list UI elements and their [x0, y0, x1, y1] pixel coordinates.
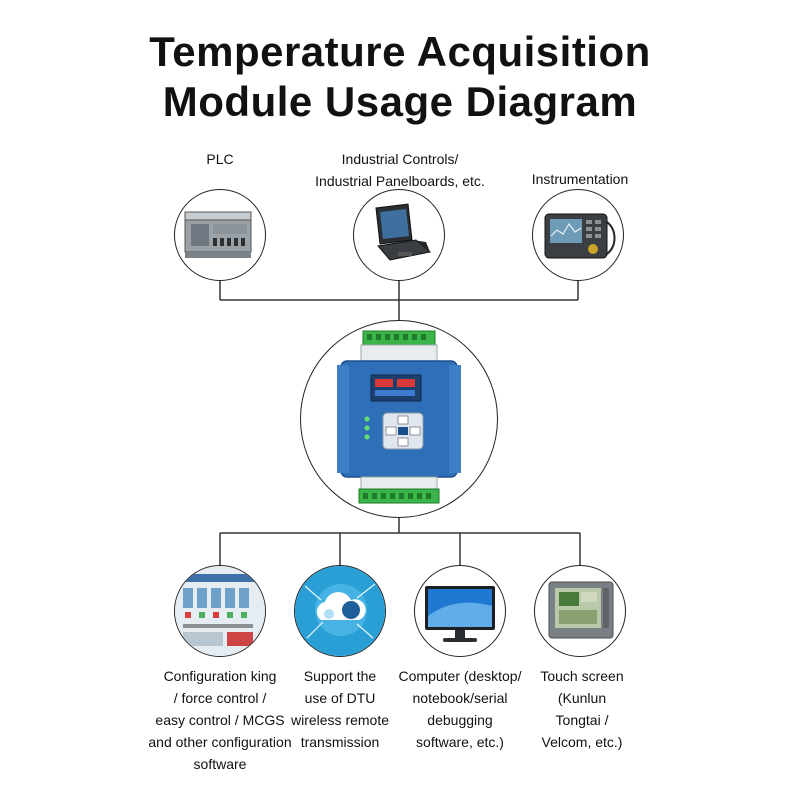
industrial-controls-label: Industrial Controls/ Industrial Panelboa…: [290, 148, 510, 192]
configuration-software-label-line4: and other configuration: [148, 734, 292, 750]
plc-label: PLC: [150, 148, 290, 170]
touch-screen-label-line3: Tongtai /: [555, 712, 609, 728]
temperature-acquisition-module-icon: [337, 330, 461, 504]
computer-label: Computer (desktop/ notebook/serial debug…: [390, 665, 530, 753]
computer-node: [414, 565, 506, 657]
computer-label-line1: Computer (desktop/: [398, 668, 522, 684]
cloud-wireless-icon: [295, 566, 385, 656]
industrial-controls-label-line2: Industrial Panelboards, etc.: [315, 173, 485, 189]
configuration-software-label-line5: software: [193, 756, 247, 772]
diagram-title-line2: Module Usage Diagram: [162, 78, 638, 125]
plc-node: [174, 189, 266, 281]
configuration-software-label-line2: / force control /: [173, 690, 267, 706]
configuration-software-label-line1: Configuration king: [163, 668, 277, 684]
temperature-module-node: [300, 320, 498, 518]
instrument-icon: [544, 213, 616, 259]
instrumentation-label: Instrumentation: [505, 168, 655, 190]
touch-screen-label-line2: (Kunlun: [557, 690, 607, 706]
dtu-wireless-label-line2: use of DTU: [304, 690, 376, 706]
instrumentation-label-line: Instrumentation: [531, 171, 629, 187]
diagram-title-line1: Temperature Acquisition: [149, 28, 651, 75]
touch-screen-label-line4: Velcom, etc.): [541, 734, 623, 750]
computer-label-line3: debugging: [427, 712, 493, 728]
industrial-controls-label-line1: Industrial Controls/: [341, 151, 459, 167]
computer-label-line4: software, etc.): [416, 734, 504, 750]
industrial-controls-node: [353, 189, 445, 281]
computer-monitor-icon: [425, 586, 495, 642]
touch-screen-label: Touch screen (Kunlun Tongtai / Velcom, e…: [522, 665, 642, 753]
dtu-wireless-node: [294, 565, 386, 657]
scada-screen-icon: [175, 566, 265, 656]
configuration-software-node: [174, 565, 266, 657]
touch-screen-icon: [548, 581, 614, 639]
plc-label-line: PLC: [206, 151, 234, 167]
touch-screen-node: [534, 565, 626, 657]
instrumentation-node: [532, 189, 624, 281]
dtu-wireless-label-line3: wireless remote: [290, 712, 390, 728]
touch-screen-label-line1: Touch screen: [540, 668, 624, 684]
dtu-wireless-label-line1: Support the: [303, 668, 377, 684]
rugged-laptop-icon: [375, 203, 432, 261]
dtu-wireless-label: Support the use of DTU wireless remote t…: [275, 665, 405, 753]
computer-label-line2: notebook/serial: [412, 690, 508, 706]
dtu-wireless-label-line4: transmission: [300, 734, 380, 750]
plc-icon: [184, 211, 252, 258]
configuration-software-label-line3: easy control / MCGS: [155, 712, 285, 728]
configuration-software-label: Configuration king / force control / eas…: [130, 665, 310, 775]
